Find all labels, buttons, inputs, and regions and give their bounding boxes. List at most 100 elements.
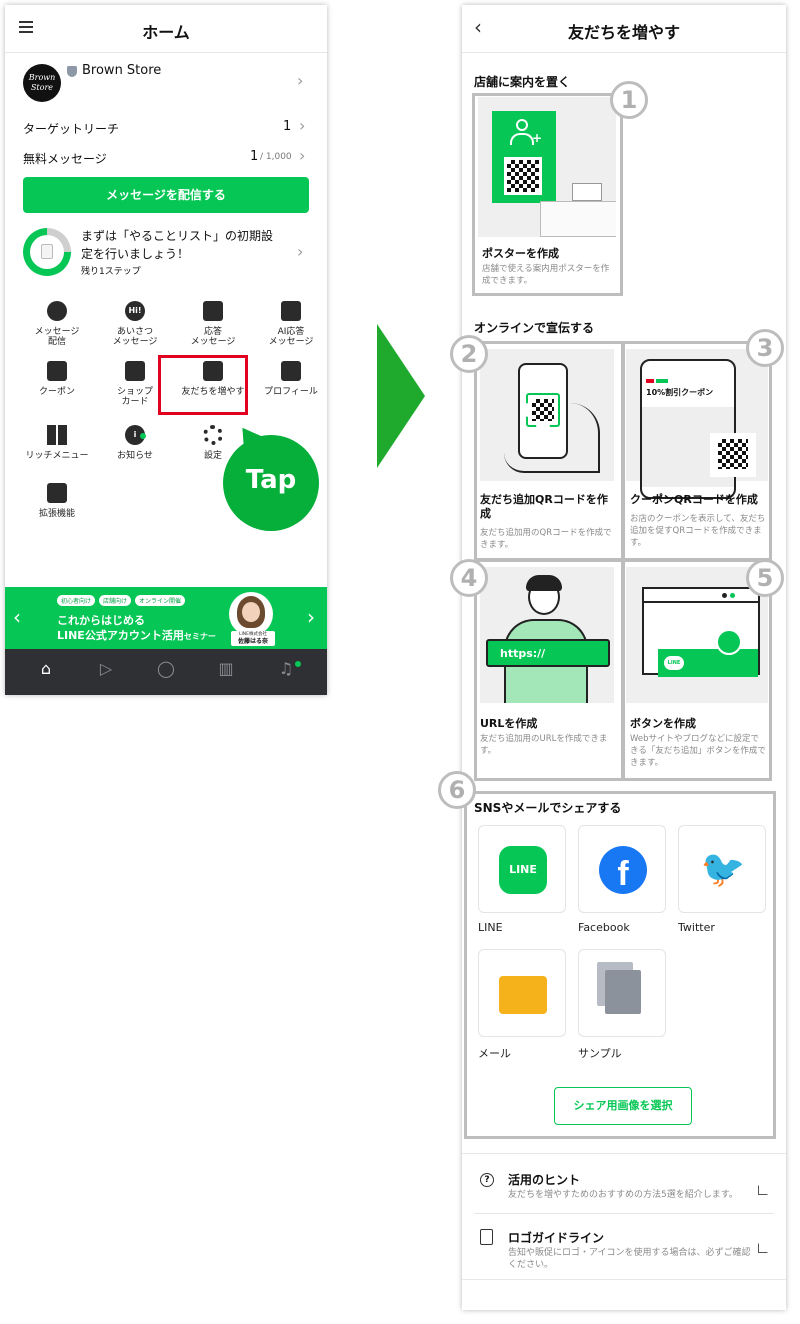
menu-tile[interactable]: i お知らせ bbox=[96, 417, 174, 473]
hand-illustration bbox=[504, 403, 600, 473]
share-option-tile: LINE bbox=[478, 825, 566, 913]
url-card[interactable]: https:// URLを作成 友だち追加用のURLを作成できます。 bbox=[476, 563, 616, 777]
highlight-frame-3 bbox=[622, 341, 772, 561]
highlight-frame-5 bbox=[622, 559, 772, 781]
robot-icon bbox=[281, 301, 301, 321]
twitter-bird-icon: 🐦 bbox=[699, 846, 747, 894]
share-option-label: Twitter bbox=[678, 921, 715, 934]
menu-tile-label: 拡張機能 bbox=[38, 509, 75, 519]
free-message-value: 1 bbox=[250, 149, 259, 164]
logo-guideline-row[interactable]: ロゴガイドライン 告知や販促にロゴ・アイコンを使用する場合は、必ずご確認ください… bbox=[462, 1223, 786, 1273]
chevron-right-icon[interactable]: › bbox=[307, 605, 315, 629]
hint-row[interactable]: ? 活用のヒント 友だちを増やすためのおすすめの方法5選を紹介します。 bbox=[462, 1165, 786, 1209]
document-icon bbox=[41, 244, 53, 259]
page-title: ホーム bbox=[142, 23, 190, 42]
profile-edit-icon bbox=[281, 361, 301, 381]
menu-tile-label: お知らせ bbox=[117, 451, 153, 461]
chevron-left-icon[interactable]: ‹ bbox=[13, 605, 21, 629]
chevron-right-icon: › bbox=[297, 71, 304, 90]
store-row[interactable]: Brown Store Brown Store › bbox=[5, 53, 327, 113]
share-option[interactable]: 🐦 Twitter bbox=[678, 825, 768, 945]
target-reach-value: 1 bbox=[283, 119, 292, 134]
menu-tile-label: AI応答 メッセージ bbox=[268, 327, 314, 347]
share-option[interactable]: サンプル bbox=[578, 949, 668, 1069]
play-icon[interactable]: ▷ bbox=[99, 659, 113, 678]
share-option[interactable]: メール bbox=[478, 949, 568, 1069]
poster-image: + bbox=[478, 97, 616, 237]
share-option-label: メール bbox=[478, 1047, 511, 1060]
share-image-button[interactable]: シェア用画像を選択 bbox=[554, 1087, 692, 1125]
home-icon[interactable]: ⌂ bbox=[40, 659, 52, 678]
menu-tile-label: メッセージ 配信 bbox=[34, 327, 80, 347]
menu-tile[interactable]: メッセージ 配信 bbox=[18, 293, 96, 349]
free-message-label: 無料メッセージ bbox=[23, 152, 107, 166]
chevron-right-icon: › bbox=[299, 146, 306, 165]
menu-tile[interactable]: 応答 メッセージ bbox=[174, 293, 252, 349]
coupon-qr-card[interactable]: 10%割引クーポン クーポンQRコードを作成 お店のクーポンを表示して、友だち追… bbox=[626, 345, 768, 557]
menu-tile-label: 応答 メッセージ bbox=[190, 327, 236, 347]
icon-glyph: i bbox=[133, 430, 137, 439]
button-title: ボタンを作成 bbox=[630, 717, 696, 730]
progress-ring bbox=[23, 228, 71, 276]
banner-line2-small: セミナー bbox=[183, 632, 216, 641]
counter-desk bbox=[540, 201, 616, 237]
highlight-box bbox=[158, 355, 248, 415]
menu-tile[interactable]: ショップ カード bbox=[96, 353, 174, 409]
share-option-tile: 🐦 bbox=[678, 825, 766, 913]
grid-icon bbox=[47, 425, 67, 445]
icon-glyph: 🐦 bbox=[700, 849, 746, 890]
menu-tile[interactable]: 拡張機能 bbox=[18, 475, 96, 531]
menu-tile-label: 友だちを増やす bbox=[181, 387, 245, 397]
notification-dot bbox=[140, 433, 146, 439]
reply-arrow-icon bbox=[203, 301, 223, 321]
menu-tile[interactable]: リッチメニュー bbox=[18, 417, 96, 473]
poster-card[interactable]: + ポスターを作成 店舗で使える案内用ポスターを作成できます。 bbox=[478, 97, 616, 291]
logo-desc: 告知や販促にロゴ・アイコンを使用する場合は、必ずご確認ください。 bbox=[508, 1248, 751, 1270]
qr-title: 友だち追加QRコードを作成 bbox=[480, 493, 608, 520]
chevron-right-icon: › bbox=[299, 116, 306, 135]
share-option-label: サンプル bbox=[578, 1047, 622, 1060]
send-message-button[interactable]: メッセージを配信する bbox=[23, 177, 309, 213]
menu-tile-label: 設定 bbox=[203, 451, 222, 461]
hint-desc: 友だちを増やすためのおすすめの方法5選を紹介します。 bbox=[508, 1190, 738, 1200]
chat-icon[interactable]: ◯ bbox=[157, 659, 175, 678]
tap-label: Tap bbox=[245, 465, 297, 495]
poster-title: ポスターを作成 bbox=[482, 247, 559, 260]
chart-icon[interactable]: ▥ bbox=[218, 659, 234, 678]
back-arrow-icon[interactable]: ‹ bbox=[474, 15, 482, 39]
question-circle-icon: ? bbox=[480, 1173, 494, 1187]
menu-tile[interactable]: 友だちを増やす bbox=[174, 353, 252, 409]
menu-tile-label: あいさつ メッセージ bbox=[112, 327, 158, 347]
target-reach-label: ターゲットリーチ bbox=[23, 122, 120, 136]
number-badge-5: 5 bbox=[746, 559, 784, 597]
poster-desc: 店舗で使える案内用ポスターを作成できます。 bbox=[482, 264, 610, 286]
coupon-card-image: 10%割引クーポン bbox=[626, 349, 768, 499]
external-link-icon bbox=[758, 1185, 768, 1195]
number-badge-4: 4 bbox=[450, 559, 488, 597]
url-desc: 友だち追加用のURLを作成できます。 bbox=[480, 734, 608, 756]
seminar-banner[interactable]: ‹ › 初心者向け 店舗向け オンライン開催 これからはじめる LINE公式アカ… bbox=[5, 587, 327, 649]
qr-card[interactable]: 友だち追加QRコードを作成 友だち追加用のQRコードを作成できます。 bbox=[476, 345, 616, 557]
add-friend-icon bbox=[716, 629, 742, 655]
divider bbox=[474, 1213, 774, 1214]
hamburger-menu-icon[interactable] bbox=[19, 21, 33, 33]
button-desc: Webサイトやブログなどに設定できる「友だち追加」ボタンを作成できます。 bbox=[630, 734, 766, 768]
menu-tile[interactable]: プロフィール bbox=[252, 353, 330, 409]
highlight-frame-1 bbox=[472, 93, 623, 296]
hint-title: 活用のヒント bbox=[508, 1173, 581, 1187]
share-option-tile bbox=[478, 949, 566, 1037]
todo-row[interactable]: まずは「やることリスト」の初期設定を行いましょう！ 残り1ステップ › bbox=[5, 220, 327, 280]
menu-tile[interactable]: AI応答 メッセージ bbox=[252, 293, 330, 349]
menu-tile[interactable]: Hi!あいさつ メッセージ bbox=[96, 293, 174, 349]
button-card[interactable]: LINE ボタンを作成 Webサイトやブログなどに設定できる「友だち追加」ボタン… bbox=[626, 563, 768, 777]
bell-icon[interactable]: ♫ bbox=[278, 659, 294, 678]
presenter-name: 佐藤はる奈 bbox=[237, 638, 268, 645]
todo-text: まずは「やることリスト」の初期設定を行いましょう！ bbox=[81, 229, 274, 261]
menu-tile[interactable]: 設定 bbox=[174, 417, 252, 473]
free-message-row[interactable]: 無料メッセージ 1 / 1,000 › bbox=[5, 143, 327, 171]
add-friend-icon: + bbox=[510, 119, 542, 145]
target-reach-row[interactable]: ターゲットリーチ 1 › bbox=[5, 113, 327, 141]
menu-tile[interactable]: クーポン bbox=[18, 353, 96, 409]
